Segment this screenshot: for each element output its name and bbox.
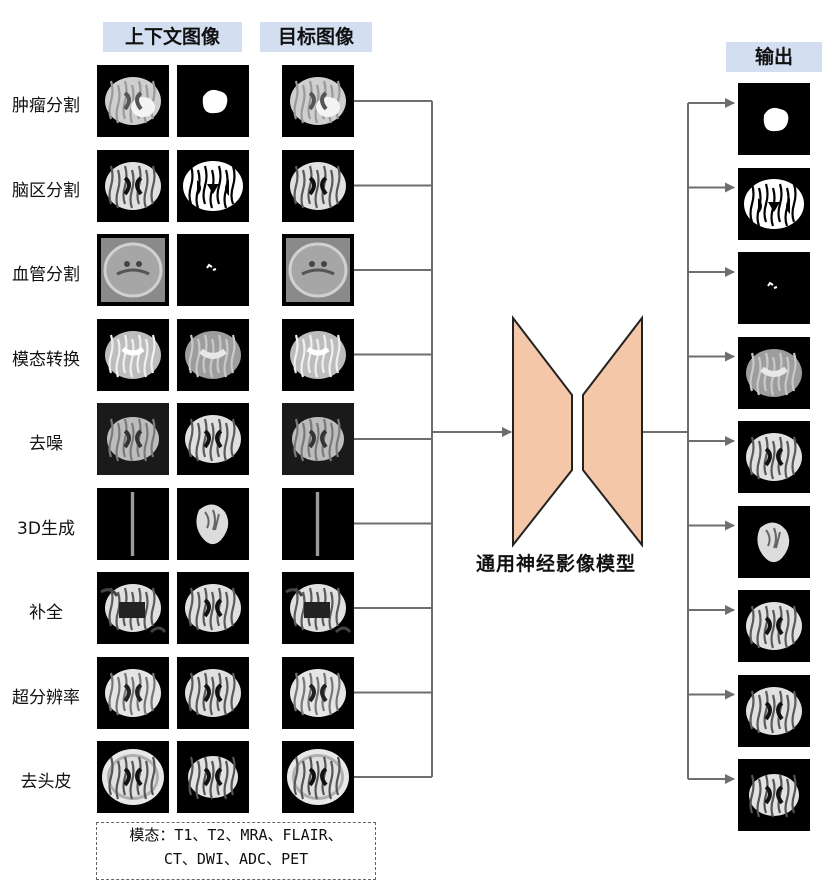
target-image-header: 目标图像 — [260, 22, 372, 52]
context-image-1 — [97, 572, 169, 644]
task-label: 脑区分割 — [12, 180, 80, 201]
output-image — [738, 421, 810, 493]
context-image-2 — [177, 403, 249, 475]
task-label: 模态转换 — [12, 349, 80, 370]
model-label: 通用神经影像模型 — [476, 553, 637, 575]
model-encoder-decoder — [512, 315, 643, 548]
task-label: 补全 — [29, 603, 63, 623]
context-image-1 — [97, 149, 169, 222]
target-image — [282, 741, 354, 813]
context-image-2 — [177, 318, 249, 391]
context-image-1 — [97, 487, 169, 560]
context-image-2 — [177, 741, 249, 813]
context-image-1 — [97, 318, 169, 391]
target-image — [282, 656, 354, 729]
modalities-line-2: CT、DWI、ADC、PET — [163, 850, 309, 868]
output-header: 输出 — [726, 42, 822, 72]
task-label: 去头皮 — [20, 772, 72, 792]
modalities-box: 模态：T1、T2、MRA、FLAIR、 CT、DWI、ADC、PET — [96, 822, 376, 880]
target-image — [282, 149, 354, 222]
output-image — [738, 674, 810, 747]
target-image — [282, 572, 354, 644]
modalities-line-1: 模态：T1、T2、MRA、FLAIR、 — [129, 826, 343, 844]
output-image — [738, 759, 810, 831]
context-image-1 — [97, 65, 169, 137]
task-label: 超分辨率 — [12, 687, 80, 708]
context-image-1 — [97, 234, 169, 306]
context-image-2 — [177, 572, 249, 644]
context-image-1 — [97, 403, 169, 475]
target-image — [282, 65, 354, 137]
context-image-1 — [97, 656, 169, 729]
context-images-header: 上下文图像 — [103, 22, 242, 52]
context-image-2 — [177, 487, 249, 560]
task-label: 血管分割 — [12, 265, 80, 285]
task-label: 3D生成 — [17, 518, 75, 539]
context-image-1 — [97, 741, 169, 813]
target-image — [282, 403, 354, 475]
output-image — [738, 336, 810, 409]
model-encoder-shape — [512, 315, 573, 548]
context-image-2 — [177, 656, 249, 729]
output-image — [738, 505, 810, 578]
context-image-2 — [177, 65, 249, 137]
task-label: 肿瘤分割 — [12, 96, 80, 116]
target-image — [282, 318, 354, 391]
context-image-2 — [177, 234, 249, 306]
target-image — [282, 487, 354, 560]
output-image — [738, 83, 810, 155]
output-image — [738, 167, 810, 240]
task-label: 去噪 — [29, 434, 63, 454]
model-decoder-shape — [582, 315, 643, 548]
output-image — [738, 252, 810, 324]
target-image — [282, 234, 354, 306]
context-image-2 — [177, 149, 249, 222]
output-image — [738, 590, 810, 662]
